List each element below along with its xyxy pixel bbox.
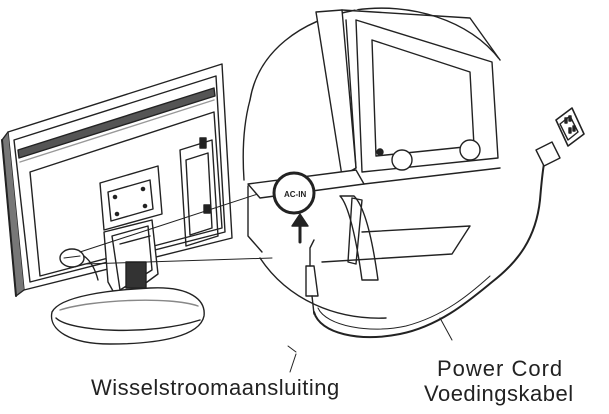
ac-in-port-label: AC-IN — [284, 190, 306, 199]
magnified-detail — [242, 7, 501, 319]
power-cord-caption: Power Cord — [437, 356, 564, 381]
wall-outlet-icon — [555, 107, 585, 147]
power-cord — [313, 141, 561, 339]
monitor-rear-icon — [1, 63, 233, 345]
power-plug-icon — [305, 265, 319, 297]
power-cord-caption-dutch: Voedingskabel — [424, 381, 574, 406]
ac-socket-caption: Wisselstroomaansluiting — [91, 375, 340, 400]
